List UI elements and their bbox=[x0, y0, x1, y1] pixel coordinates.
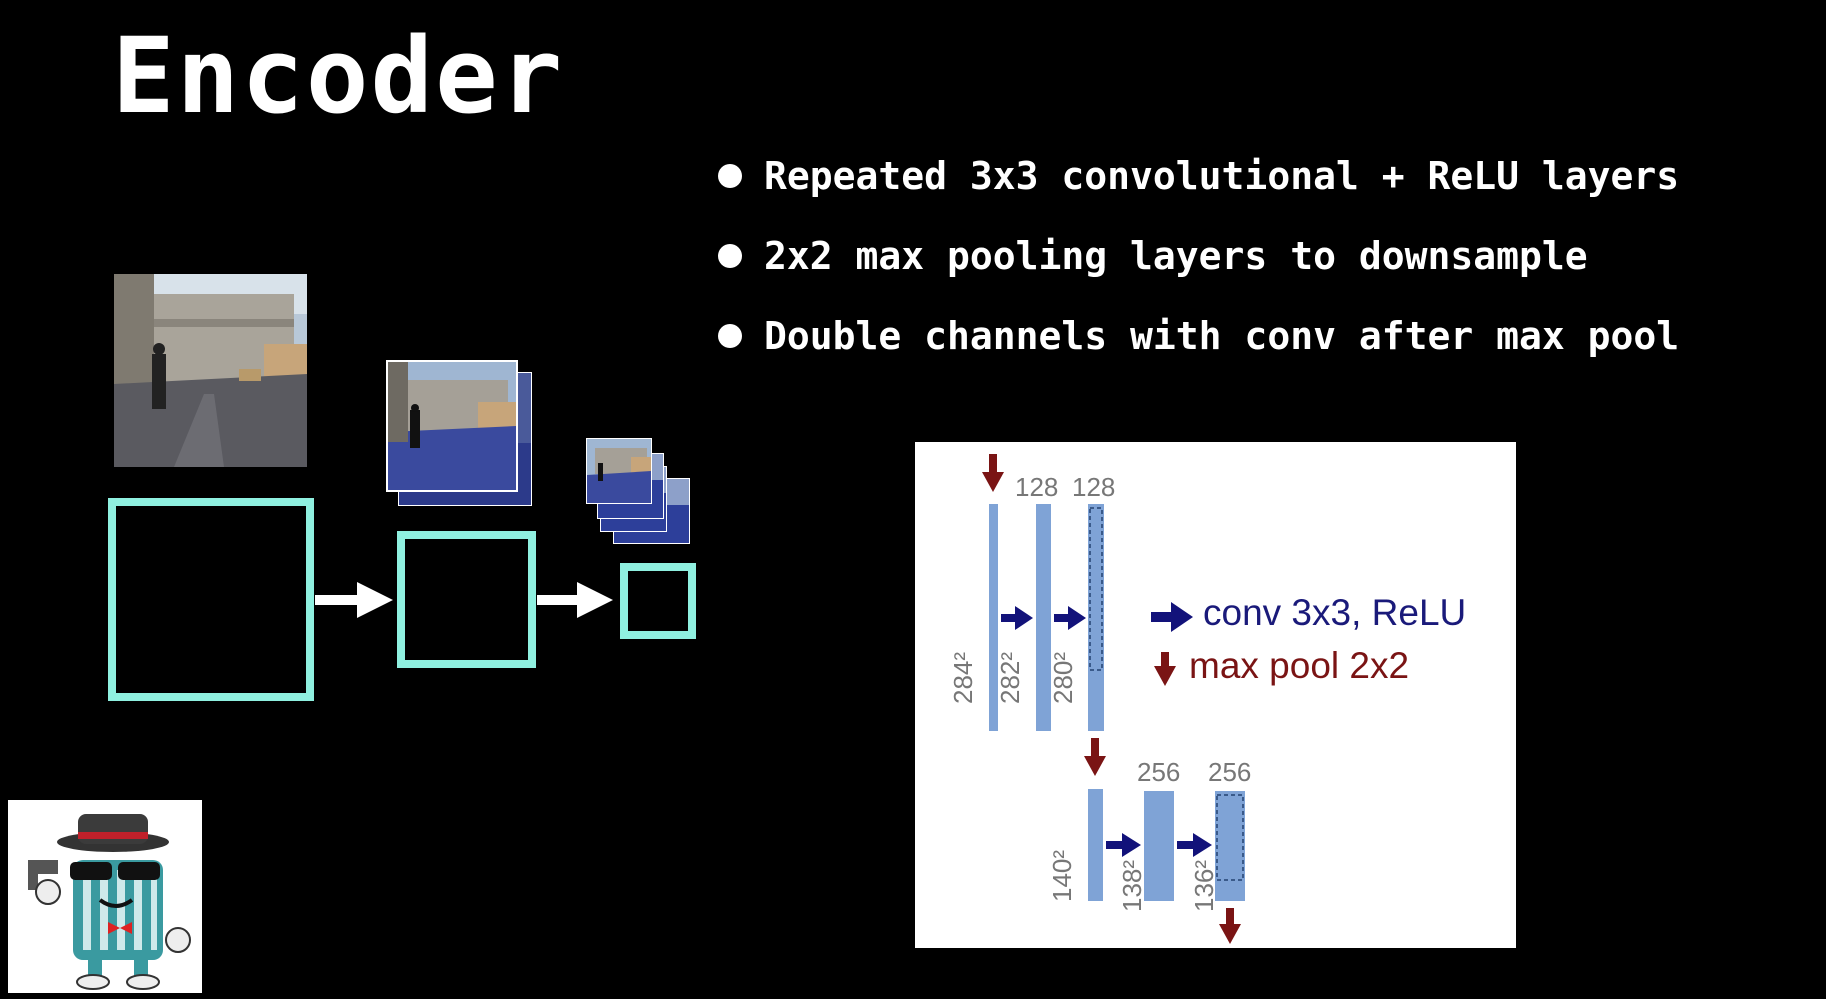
bullet-text: Double channels with conv after max pool bbox=[764, 314, 1680, 358]
size-label: 282² bbox=[995, 651, 1025, 704]
layer-bar bbox=[1088, 504, 1104, 731]
legend-conv-label: conv 3x3, ReLU bbox=[1203, 592, 1467, 633]
layer-bar bbox=[1088, 789, 1103, 901]
unet-encoder-diagram: 128 128 256 256 284² 282² 280² 140² 138²… bbox=[915, 442, 1516, 948]
right-arrow-icon bbox=[537, 582, 613, 618]
feature-map-medium bbox=[397, 531, 536, 668]
size-label: 280² bbox=[1048, 651, 1078, 704]
street-photo-large bbox=[114, 274, 307, 467]
bullet-dot-icon bbox=[718, 164, 742, 188]
size-label: 138² bbox=[1117, 859, 1147, 912]
bullet-item: Repeated 3x3 convolutional + ReLU layers bbox=[718, 150, 1679, 230]
channel-label: 128 bbox=[1072, 472, 1116, 502]
bullet-list: Repeated 3x3 convolutional + ReLU layers… bbox=[718, 150, 1679, 390]
right-arrow-icon bbox=[315, 582, 393, 618]
feature-map-small bbox=[620, 563, 696, 639]
bullet-item: 2x2 max pooling layers to downsample bbox=[718, 230, 1679, 310]
channel-label: 128 bbox=[1015, 472, 1059, 502]
layer-bar bbox=[1215, 791, 1245, 901]
layer-bar bbox=[1144, 791, 1174, 901]
size-label: 140² bbox=[1047, 849, 1077, 902]
channel-label: 256 bbox=[1208, 757, 1252, 787]
street-photo-medium bbox=[386, 360, 518, 492]
legend-pool-label: max pool 2x2 bbox=[1189, 645, 1410, 686]
layer-bar bbox=[989, 504, 998, 731]
bullet-dot-icon bbox=[718, 324, 742, 348]
street-photo-small bbox=[586, 438, 652, 504]
bullet-text: 2x2 max pooling layers to downsample bbox=[764, 234, 1588, 278]
crop-region bbox=[1089, 507, 1103, 671]
bullet-text: Repeated 3x3 convolutional + ReLU layers bbox=[764, 154, 1680, 198]
feature-map-large bbox=[108, 498, 314, 701]
channel-label: 256 bbox=[1137, 757, 1181, 787]
bullet-item: Double channels with conv after max pool bbox=[718, 310, 1679, 390]
layer-bar bbox=[1036, 504, 1051, 731]
size-label: 136² bbox=[1189, 859, 1219, 912]
slide-title: Encoder bbox=[112, 15, 565, 137]
bullet-dot-icon bbox=[718, 244, 742, 268]
mascot-image bbox=[8, 800, 202, 993]
size-label: 284² bbox=[948, 651, 978, 704]
